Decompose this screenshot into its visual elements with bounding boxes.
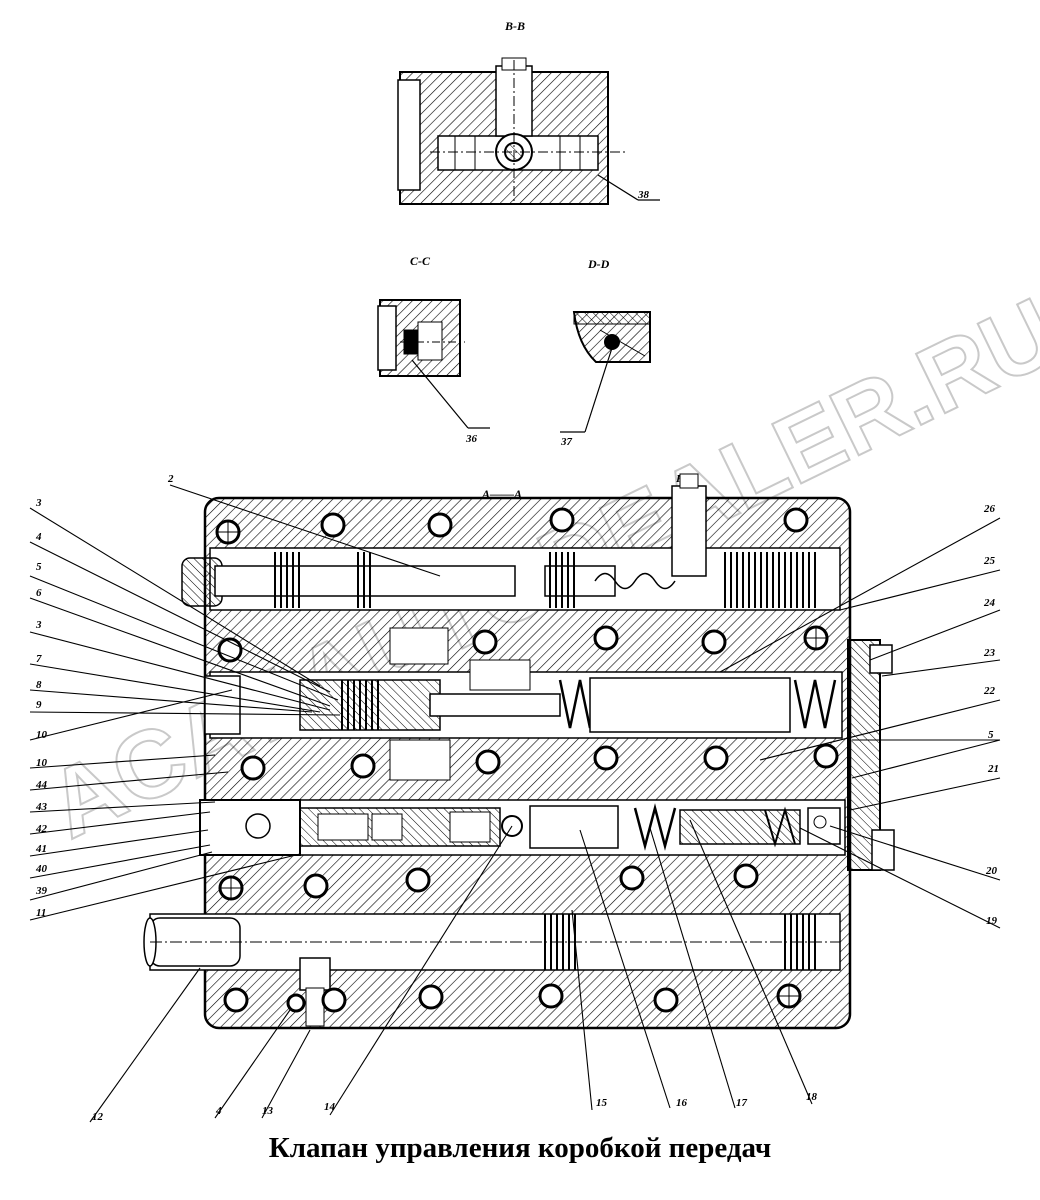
callout-7: 7 xyxy=(36,653,42,665)
callout-4b: 4 xyxy=(215,1105,222,1117)
callout-13: 13 xyxy=(262,1105,274,1117)
callout-43: 43 xyxy=(35,801,48,813)
callout-44: 44 xyxy=(35,779,48,791)
callout-3b: 3 xyxy=(35,619,42,631)
section-dd-label: D-D xyxy=(587,257,610,271)
callout-9: 9 xyxy=(36,699,42,711)
callout-36: 36 xyxy=(465,433,478,445)
callout-5b: 5 xyxy=(988,729,994,741)
section-bb-view: B-B 38 xyxy=(397,19,660,205)
leader-lines xyxy=(29,484,1001,1123)
section-aa-view: A——A P1 xyxy=(143,473,895,1030)
callout-2: 2 xyxy=(167,473,174,485)
callout-25: 25 xyxy=(983,555,996,567)
callout-42: 42 xyxy=(35,823,48,835)
callout-26: 26 xyxy=(983,503,996,515)
callout-12: 12 xyxy=(92,1111,104,1123)
callouts: 3 4 5 6 3 7 8 9 10 10 44 43 42 41 40 39 … xyxy=(35,473,999,1123)
callout-6: 6 xyxy=(36,587,42,599)
callout-10b: 10 xyxy=(36,757,48,769)
section-cc-label: C-C xyxy=(410,254,431,268)
callout-37: 37 xyxy=(560,436,573,448)
section-bb-label: B-B xyxy=(504,19,525,33)
callout-38: 38 xyxy=(637,189,650,201)
drawing-caption: Клапан управления коробкой передач xyxy=(268,1132,772,1164)
callout-14: 14 xyxy=(324,1101,336,1113)
callout-20: 20 xyxy=(985,865,998,877)
callout-40: 40 xyxy=(35,863,48,875)
callout-18: 18 xyxy=(806,1091,818,1103)
callout-39: 39 xyxy=(35,885,48,897)
callout-16: 16 xyxy=(676,1097,688,1109)
callout-23: 23 xyxy=(983,647,996,659)
callout-11: 11 xyxy=(36,907,46,919)
callout-15: 15 xyxy=(596,1097,608,1109)
callout-10a: 10 xyxy=(36,729,48,741)
callout-3: 3 xyxy=(35,497,42,509)
callout-8: 8 xyxy=(36,679,42,691)
callout-17: 17 xyxy=(736,1097,748,1109)
section-dd-view: D-D 37 xyxy=(560,257,651,448)
callout-41: 41 xyxy=(35,843,47,855)
callout-5: 5 xyxy=(36,561,42,573)
callout-19: 19 xyxy=(986,915,998,927)
callout-21: 21 xyxy=(987,763,999,775)
section-cc-view: C-C 36 xyxy=(377,254,490,445)
callout-24: 24 xyxy=(983,597,996,609)
callout-22: 22 xyxy=(983,685,996,697)
callout-4: 4 xyxy=(35,531,42,543)
